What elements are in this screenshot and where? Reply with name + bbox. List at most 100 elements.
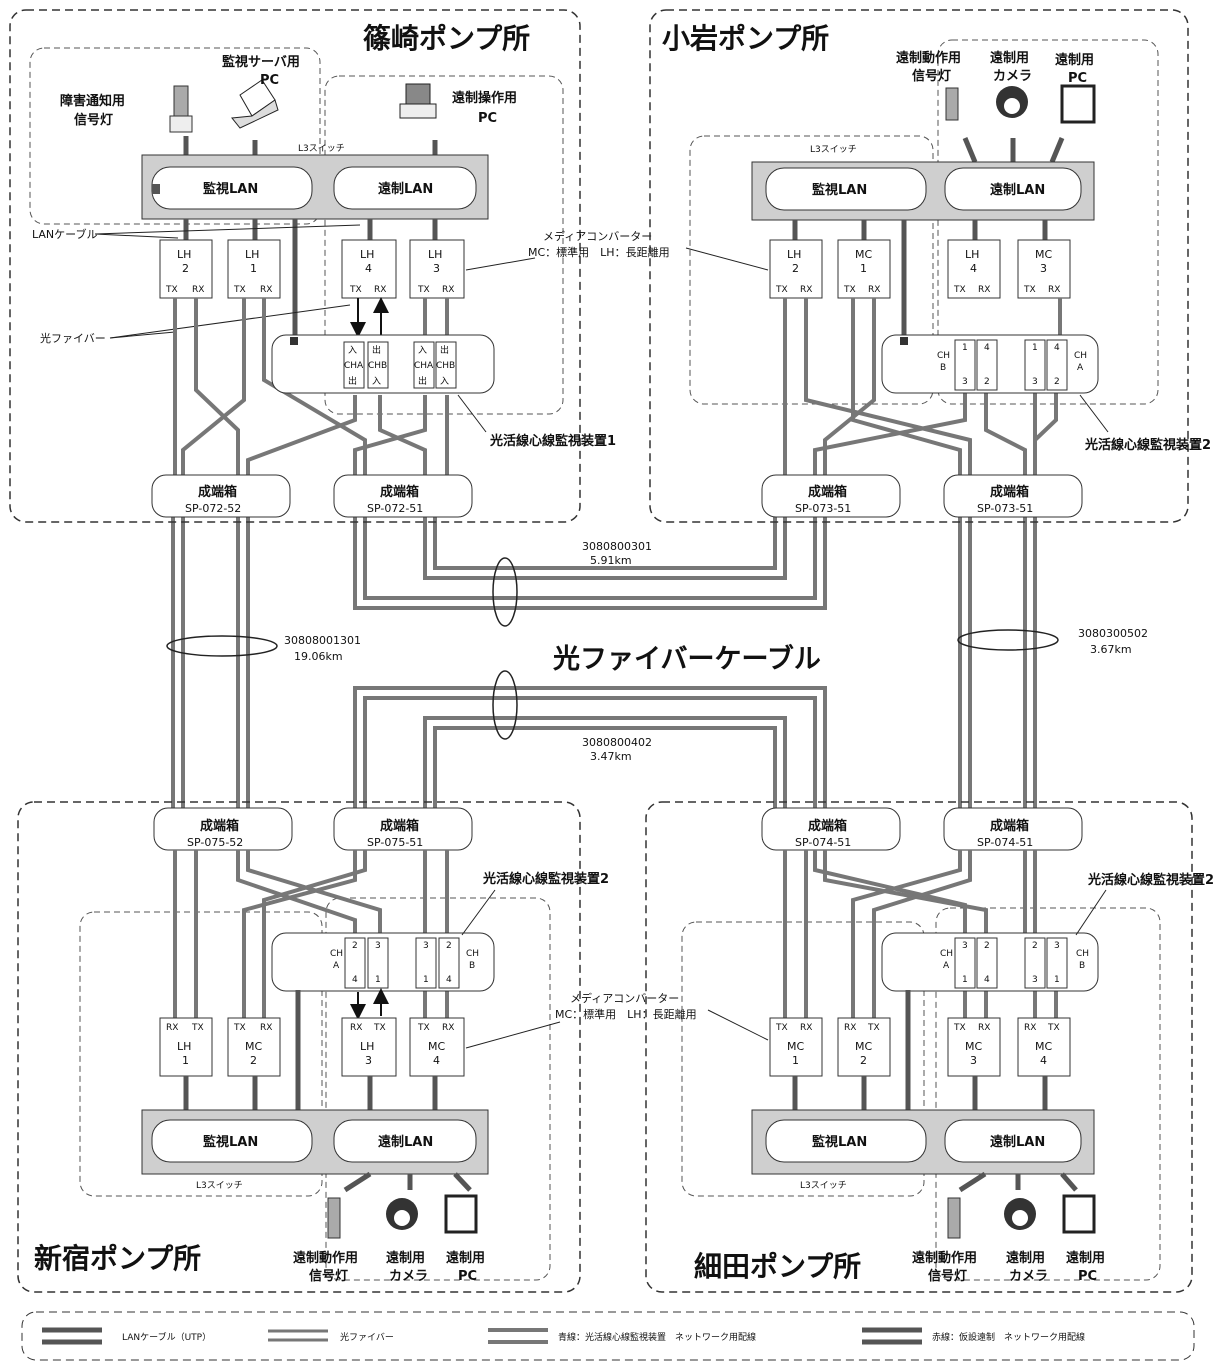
svg-text:成端箱: 成端箱 xyxy=(200,818,239,834)
svg-text:遠制用: 遠制用 xyxy=(1055,52,1094,68)
svg-text:遠制用: 遠制用 xyxy=(1066,1250,1105,1266)
svg-text:MC: MC xyxy=(965,1040,982,1053)
converter: MC3 TXRX xyxy=(1018,240,1070,298)
svg-text:RX: RX xyxy=(868,285,880,295)
svg-text:遠制用: 遠制用 xyxy=(1006,1250,1045,1266)
svg-text:MC: MC xyxy=(1035,1040,1052,1053)
svg-text:MC: MC xyxy=(855,248,872,261)
svg-text:監視LAN: 監視LAN xyxy=(812,182,867,198)
svg-text:MC：標準用 LH：長距離用: MC：標準用 LH：長距離用 xyxy=(555,1007,697,1021)
svg-text:RX: RX xyxy=(260,1023,272,1033)
legend-fiber: 光ファイバー xyxy=(340,1331,394,1343)
svg-text:MC: MC xyxy=(787,1040,804,1053)
svg-text:2: 2 xyxy=(250,1054,257,1067)
svg-text:1: 1 xyxy=(1054,975,1060,985)
termination-box: 成端箱 SP-075-52 xyxy=(154,808,292,850)
svg-text:カメラ: カメラ xyxy=(1009,1269,1048,1284)
svg-text:4: 4 xyxy=(365,262,372,275)
svg-text:4: 4 xyxy=(1040,1054,1047,1067)
svg-text:遠制用: 遠制用 xyxy=(446,1250,485,1266)
svg-text:3: 3 xyxy=(1040,262,1047,275)
svg-text:LH: LH xyxy=(245,248,259,261)
svg-text:1: 1 xyxy=(962,343,968,353)
converter: TXRX MC4 xyxy=(410,1018,464,1076)
monitor-pc-label-2: PC xyxy=(260,73,279,88)
l3-label: L3スイッチ xyxy=(298,143,345,154)
svg-text:2: 2 xyxy=(984,941,990,951)
svg-text:RX: RX xyxy=(166,1023,178,1033)
svg-text:TX: TX xyxy=(191,1023,204,1033)
signal-lamp-icon xyxy=(946,88,958,120)
svg-text:2: 2 xyxy=(446,941,452,951)
svg-text:入: 入 xyxy=(418,345,427,356)
monitor-device-label: 光活線心線監視装置1 xyxy=(489,433,616,449)
svg-text:MC: MC xyxy=(245,1040,262,1053)
svg-text:SP-072-52: SP-072-52 xyxy=(185,502,241,515)
svg-text:TX: TX xyxy=(233,285,246,295)
svg-text:CH: CH xyxy=(937,351,950,361)
svg-text:TX: TX xyxy=(867,1023,880,1033)
svg-text:SP-074-51: SP-074-51 xyxy=(795,836,851,849)
station-shinjuku: 新宿ポンプ所 成端箱 SP-075-52 成端箱 SP-075-51 CHA 2… xyxy=(18,802,697,1292)
svg-text:B: B xyxy=(940,363,946,373)
converter: RXTX LH3 xyxy=(342,1018,396,1076)
svg-text:TX: TX xyxy=(165,285,178,295)
remote-pc-label-2: PC xyxy=(478,111,497,126)
svg-text:1: 1 xyxy=(962,975,968,985)
svg-text:光活線心線監視装置2: 光活線心線監視装置2 xyxy=(1087,872,1214,888)
svg-text:LH: LH xyxy=(177,1040,191,1053)
svg-text:3: 3 xyxy=(423,941,429,951)
svg-text:CH: CH xyxy=(466,949,479,959)
svg-text:出: 出 xyxy=(440,344,449,356)
svg-text:入: 入 xyxy=(348,345,357,356)
svg-text:4: 4 xyxy=(352,975,358,985)
svg-text:細田ポンプ所: 細田ポンプ所 xyxy=(694,1250,861,1283)
svg-text:成端箱: 成端箱 xyxy=(990,818,1029,834)
svg-text:RX: RX xyxy=(350,1023,362,1033)
svg-text:B: B xyxy=(469,961,475,971)
converter: MC1 TXRX xyxy=(838,240,890,298)
converter: LH2 TXRX xyxy=(770,240,822,298)
cable4-length: 3.47km xyxy=(590,750,632,763)
legend-red: 赤線：仮設遠制 ネットワーク用配線 xyxy=(932,1331,1085,1343)
svg-text:4: 4 xyxy=(984,975,990,985)
svg-text:出: 出 xyxy=(348,375,357,387)
alarm-lamp-label-2: 信号灯 xyxy=(74,112,113,128)
svg-text:RX: RX xyxy=(192,285,204,295)
svg-text:成端箱: 成端箱 xyxy=(198,484,237,500)
svg-text:4: 4 xyxy=(970,262,977,275)
signal-lamp-icon xyxy=(328,1198,340,1238)
svg-text:4: 4 xyxy=(1054,343,1060,353)
svg-text:A: A xyxy=(1077,363,1084,373)
monitor-pc-icon xyxy=(446,1196,476,1232)
cable2-id: 30808001301 xyxy=(284,634,361,647)
svg-text:TX: TX xyxy=(953,1023,966,1033)
termination-box: 成端箱 SP-074-51 xyxy=(762,808,900,850)
svg-text:RX: RX xyxy=(1024,1023,1036,1033)
svg-text:遠制動作用: 遠制動作用 xyxy=(896,50,961,66)
svg-text:4: 4 xyxy=(446,975,452,985)
svg-text:出: 出 xyxy=(372,344,381,356)
svg-text:RX: RX xyxy=(260,285,272,295)
svg-text:1: 1 xyxy=(182,1054,189,1067)
svg-text:新宿ポンプ所: 新宿ポンプ所 xyxy=(34,1242,201,1275)
svg-text:RX: RX xyxy=(978,1023,990,1033)
svg-text:CHA: CHA xyxy=(414,361,434,371)
svg-text:TX: TX xyxy=(417,285,430,295)
svg-text:光活線心線監視装置2: 光活線心線監視装置2 xyxy=(1084,437,1211,453)
svg-text:PC: PC xyxy=(458,1269,477,1284)
cable1-id: 3080800301 xyxy=(582,540,652,553)
termination-box: 成端箱 SP-072-51 xyxy=(334,475,472,517)
svg-text:3: 3 xyxy=(1054,941,1060,951)
converter: RXTX MC4 xyxy=(1018,1018,1070,1076)
cable3-length: 3.67km xyxy=(1090,643,1132,656)
svg-text:TX: TX xyxy=(1023,285,1036,295)
svg-text:RX: RX xyxy=(800,285,812,295)
svg-text:遠制LAN: 遠制LAN xyxy=(990,182,1045,198)
svg-text:4: 4 xyxy=(984,343,990,353)
svg-text:MC: MC xyxy=(428,1040,445,1053)
svg-text:3: 3 xyxy=(1032,377,1038,387)
converter: TXRX MC3 xyxy=(948,1018,1000,1076)
alarm-lamp-icon xyxy=(170,86,192,132)
